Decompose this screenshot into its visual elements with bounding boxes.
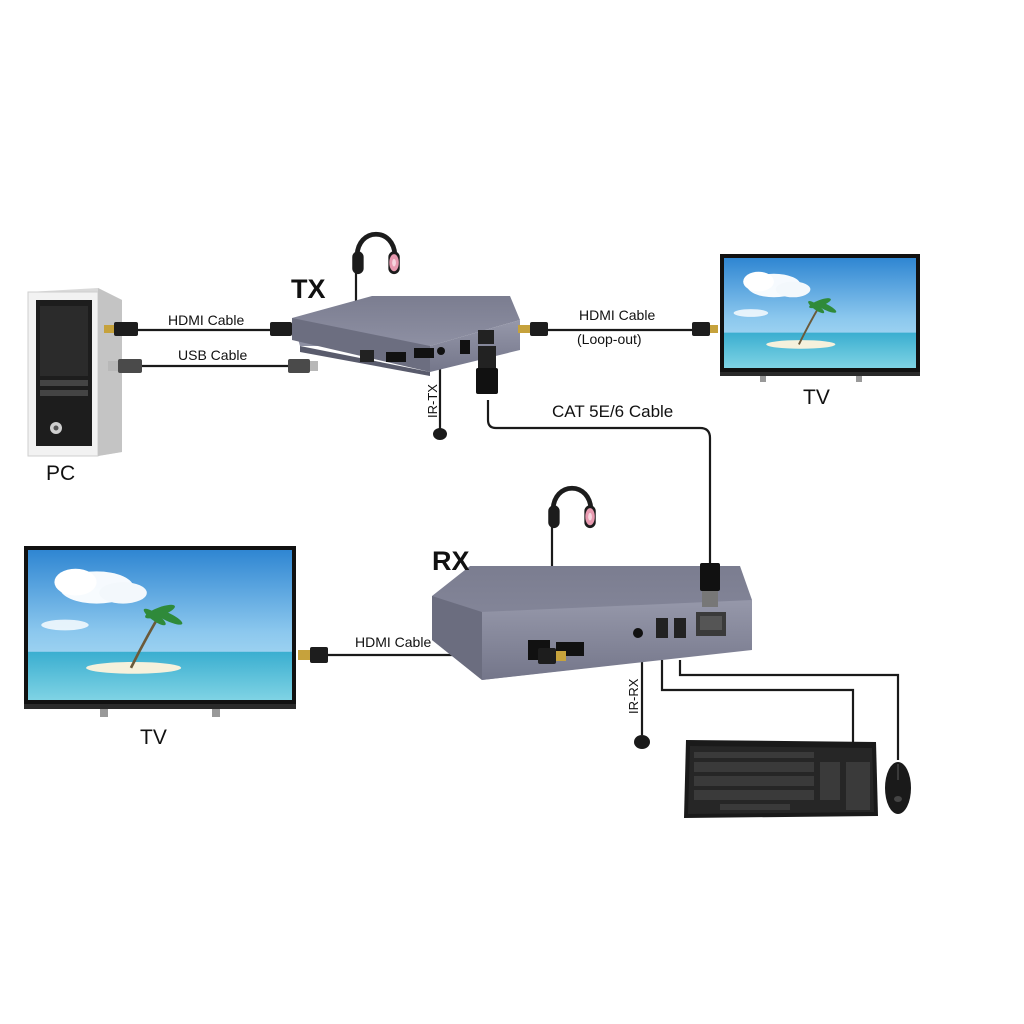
rx-headphones-icon: [548, 488, 596, 528]
pc-label: PC: [46, 462, 76, 485]
pc-hdmi-cable-label: HDMI Cable: [168, 312, 245, 328]
cat-cable-label: CAT 5E/6 Cable: [552, 402, 674, 421]
ir-rx-label: IR-RX: [626, 678, 641, 714]
mouse-icon: [885, 762, 911, 814]
ir-rx-sensor-icon: [634, 735, 650, 749]
rx-label: RX: [432, 546, 470, 576]
rx-rj45-plug-icon: [700, 563, 720, 607]
tx-label: TX: [291, 274, 326, 304]
ir-tx-sensor-icon: [433, 428, 447, 440]
rj45-plug-icon: [476, 346, 498, 394]
tv-top-icon: [518, 254, 920, 382]
loop-out-note: (Loop-out): [577, 331, 642, 347]
keyboard-cable: [660, 660, 855, 745]
pc-tower-icon: [27, 288, 122, 457]
loop-hdmi-cable-label: HDMI Cable: [579, 307, 656, 323]
cat-cable: [486, 400, 712, 565]
keyboard-icon: [684, 740, 878, 818]
tx-device: [292, 296, 520, 376]
rx-hdmi-cable-label: HDMI Cable: [355, 634, 432, 650]
tv-bottom-icon: [24, 546, 566, 717]
pc-usb-cable-label: USB Cable: [178, 347, 248, 363]
tv-bottom-label: TV: [140, 726, 167, 749]
tx-headphones-icon: [352, 234, 400, 274]
ir-tx-label: IR-TX: [425, 384, 440, 418]
tv-top-label: TV: [803, 386, 830, 409]
usb-plug-icon: [108, 359, 318, 373]
mouse-cable: [678, 660, 900, 760]
